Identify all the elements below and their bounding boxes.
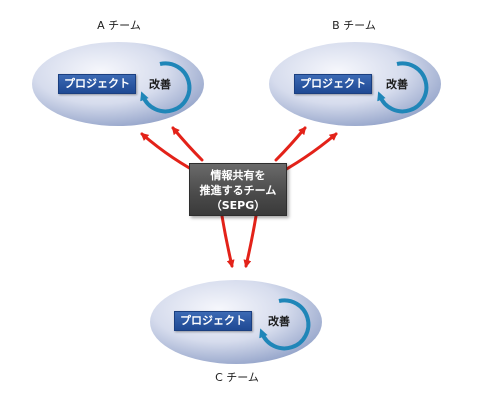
team-c-project-label: プロジェクト <box>174 311 252 331</box>
sepg-line-3: （SEPG） <box>210 199 266 212</box>
arrow-to-team-c-right <box>243 214 258 268</box>
team-c-cycle-icon <box>259 298 311 351</box>
team-a-name: A チーム <box>97 19 141 32</box>
team-a-cycle-icon <box>140 61 192 114</box>
team-b-cycle-icon <box>377 61 429 114</box>
team-c-cycle-label: 改善 <box>268 315 290 328</box>
team-b-name: B チーム <box>332 19 376 32</box>
arrow-to-team-c-left <box>220 214 235 268</box>
team-b-cycle-label: 改善 <box>386 78 408 91</box>
sepg-line-2: 推進するチーム <box>199 184 277 197</box>
arrow-to-team-a-inner <box>171 126 204 162</box>
team-b-project-label: プロジェクト <box>294 74 372 94</box>
sepg-line-1: 情報共有を <box>210 169 266 182</box>
team-c-name: C チーム <box>215 371 259 384</box>
sepg-box: 情報共有を 推進するチーム （SEPG） <box>189 163 287 216</box>
team-a-cycle-label: 改善 <box>149 78 171 91</box>
arrow-to-team-b-inner <box>274 126 307 162</box>
team-a-project-label: プロジェクト <box>58 74 136 94</box>
